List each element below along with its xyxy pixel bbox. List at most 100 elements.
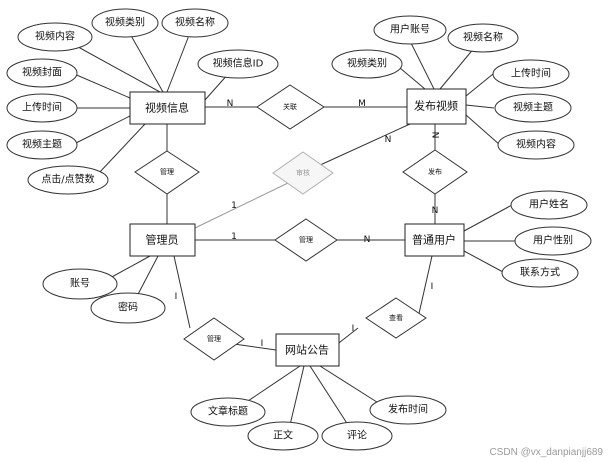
rel-publish: 发布 xyxy=(402,149,468,195)
attr-publish-video-category: 视频类别 xyxy=(331,49,403,79)
link-publish-category xyxy=(399,67,426,90)
entity-video-info: 视频信息 xyxy=(129,91,206,125)
attr-video-info-name: 视频名称 xyxy=(161,8,229,38)
svg-text:普通用户: 普通用户 xyxy=(412,233,456,247)
link-publish-content xyxy=(465,114,501,146)
link-notice-publish-time xyxy=(319,365,381,405)
card-review-admin: 1 xyxy=(231,201,237,211)
entity-user: 普通用户 xyxy=(404,223,465,257)
attr-video-info-topic: 视频主题 xyxy=(6,130,78,160)
card-manage-user-admin: 1 xyxy=(231,232,237,242)
attr-video-info-cover: 视频封面 xyxy=(6,58,78,88)
link-notice-title xyxy=(244,365,301,404)
attr-notice-title: 文章标题 xyxy=(190,397,266,427)
link-publish-name xyxy=(439,46,476,90)
svg-text:用户性别: 用户性别 xyxy=(533,234,573,247)
card-relate-publish: M xyxy=(358,99,366,109)
entity-notice: 网站公告 xyxy=(275,333,340,367)
svg-text:文章标题: 文章标题 xyxy=(208,405,248,418)
svg-text:管理: 管理 xyxy=(207,334,221,343)
link-user-contact xyxy=(463,250,504,273)
svg-text:发布: 发布 xyxy=(428,167,442,176)
link-video-info-cover xyxy=(71,72,131,99)
svg-text:视频信息ID: 视频信息ID xyxy=(213,57,264,70)
svg-text:视频信息: 视频信息 xyxy=(145,101,189,115)
attr-publish-video-topic: 视频主题 xyxy=(494,93,572,123)
attr-video-info-content: 视频内容 xyxy=(17,22,93,52)
link-review-left xyxy=(194,182,289,229)
card-view-notice-notice: I xyxy=(352,324,355,334)
svg-text:网站公告: 网站公告 xyxy=(285,343,329,357)
svg-text:评论: 评论 xyxy=(347,429,367,442)
rel-manage-notice: 管理 xyxy=(183,317,245,361)
svg-text:视频类别: 视频类别 xyxy=(105,16,145,29)
attr-user-gender: 用户性别 xyxy=(514,226,592,256)
link-notice-body xyxy=(289,365,305,426)
publish-video-attributes: 用户账号 视频名称 视频类别 上传时间 视频主题 视频内容 xyxy=(331,15,575,160)
svg-text:视频名称: 视频名称 xyxy=(175,16,215,29)
svg-text:视频主题: 视频主题 xyxy=(22,138,62,151)
svg-text:用户姓名: 用户姓名 xyxy=(529,198,569,211)
link-publish-topic xyxy=(465,104,495,109)
svg-text:管理: 管理 xyxy=(160,167,174,176)
svg-text:视频内容: 视频内容 xyxy=(516,138,556,151)
link-notice-comment xyxy=(309,365,351,429)
rel-review: 审核 xyxy=(272,151,334,195)
attr-publish-user-account: 用户账号 xyxy=(373,15,447,45)
attr-notice-publish-time: 发布时间 xyxy=(369,395,447,425)
link-manage-notice-notice xyxy=(233,343,277,351)
svg-text:管理: 管理 xyxy=(299,235,313,244)
card-relate-video-info: N xyxy=(227,99,234,109)
attr-video-info-clicks-likes: 点击/点赞数 xyxy=(27,165,109,195)
link-manage-notice-admin xyxy=(173,255,191,329)
notice-attributes: 文章标题 正文 评论 发布时间 xyxy=(190,395,447,451)
attr-video-info-upload-time: 上传时间 xyxy=(6,93,78,123)
attr-admin-account: 账号 xyxy=(42,268,118,300)
entities: 视频信息 发布视频 管理员 普通用户 网站公告 xyxy=(129,88,467,367)
entity-publish-video: 发布视频 xyxy=(406,88,467,125)
watermark: CSDN @vx_danpianjj689 xyxy=(489,447,603,458)
svg-text:视频类别: 视频类别 xyxy=(347,57,387,70)
admin-attributes: 账号 密码 xyxy=(42,268,166,324)
rel-manage-video-info: 管理 xyxy=(134,150,200,195)
link-admin-password xyxy=(134,255,159,301)
svg-text:视频封面: 视频封面 xyxy=(22,66,62,79)
attr-publish-video-name: 视频名称 xyxy=(447,23,519,53)
card-manage-user-user: N xyxy=(364,235,371,245)
attr-user-name: 用户姓名 xyxy=(510,190,588,220)
svg-text:点击/点赞数: 点击/点赞数 xyxy=(41,173,94,186)
video-info-attributes: 视频内容 视频类别 视频名称 视频信息ID 视频封面 上传时间 视频主题 点击 xyxy=(6,8,279,195)
svg-text:关联: 关联 xyxy=(283,102,297,111)
attr-admin-password: 密码 xyxy=(90,292,166,324)
svg-text:发布视频: 发布视频 xyxy=(414,99,458,113)
card-manage-notice-notice: I xyxy=(261,339,264,349)
rel-view-notice: 查看 xyxy=(365,297,427,339)
attr-publish-upload-time: 上传时间 xyxy=(492,59,570,89)
cardinality-labels: N M 1 N N N 1 N I I I I xyxy=(175,99,442,349)
rel-relate: 关联 xyxy=(256,84,325,130)
card-review-publish: N xyxy=(385,135,392,145)
link-publish-upload-time xyxy=(465,73,494,97)
svg-text:密码: 密码 xyxy=(118,301,138,314)
attr-video-info-id: 视频信息ID xyxy=(197,49,279,79)
entity-admin: 管理员 xyxy=(129,223,196,257)
link-user-name xyxy=(463,204,513,232)
card-publish-bottom: N xyxy=(432,206,439,216)
svg-text:管理员: 管理员 xyxy=(146,233,179,247)
link-admin-account xyxy=(109,255,151,279)
attr-video-info-category: 视频类别 xyxy=(91,8,159,38)
svg-text:发布时间: 发布时间 xyxy=(388,403,428,416)
svg-text:视频主题: 视频主题 xyxy=(513,101,553,114)
svg-text:视频名称: 视频名称 xyxy=(463,31,503,44)
relationships: 关联 管理 审核 发布 管理 管理 查看 xyxy=(134,84,468,361)
svg-text:账号: 账号 xyxy=(70,278,90,290)
rel-manage-user: 管理 xyxy=(274,218,338,262)
attr-publish-video-content: 视频内容 xyxy=(497,130,575,160)
svg-text:用户账号: 用户账号 xyxy=(390,23,430,36)
connector-lines xyxy=(59,24,516,429)
card-manage-notice-admin: I xyxy=(175,292,178,302)
svg-text:联系方式: 联系方式 xyxy=(520,266,560,279)
link-video-info-topic xyxy=(71,115,131,146)
attr-notice-comment: 评论 xyxy=(321,421,393,451)
